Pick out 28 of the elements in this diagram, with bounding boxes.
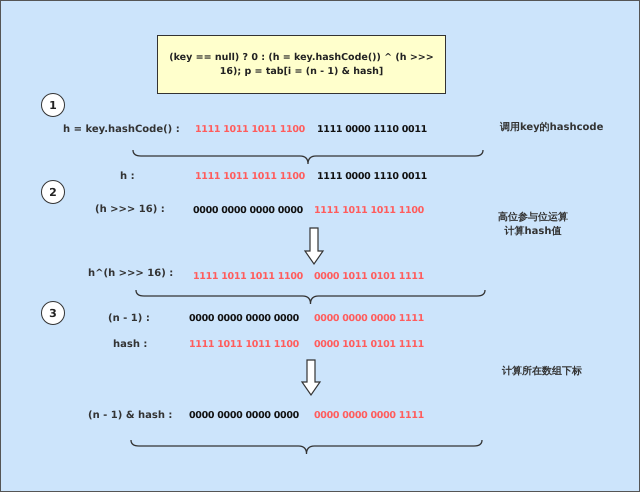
binary-value: 0000 0000 0000 1111: [314, 312, 424, 326]
binary-value: 1111 1011 1011 1100: [195, 123, 305, 137]
note-text: 高位参与位运算计算hash值: [498, 211, 568, 239]
binary-value: 0000 0000 0000 0000: [189, 312, 299, 326]
note-text: 计算所在数组下标: [502, 365, 582, 379]
step-number-circle: 2: [41, 180, 65, 204]
binary-value: 1111 0000 1110 0011: [317, 170, 427, 184]
binary-value: 1111 0000 1110 0011: [317, 123, 427, 137]
expression-label: h = key.hashCode() :: [63, 123, 180, 137]
expression-label: (h >>> 16) :: [95, 203, 165, 217]
note-text: 调用key的hashcode: [500, 121, 604, 135]
expression-label: h :: [120, 170, 135, 184]
step-number-circle: 3: [41, 301, 65, 325]
expression-label: (n - 1) & hash :: [88, 409, 172, 423]
binary-value: 0000 1011 0101 1111: [314, 270, 424, 284]
binary-value: 1111 1011 1011 1100: [314, 204, 424, 218]
expression-label: (n - 1) :: [108, 312, 150, 326]
binary-value: 0000 1011 0101 1111: [314, 338, 424, 352]
binary-value: 0000 0000 0000 1111: [314, 409, 424, 423]
step-number-circle: 1: [41, 93, 65, 117]
expression-label: h^(h >>> 16) :: [88, 267, 174, 281]
binary-value: 1111 1011 1011 1100: [195, 170, 305, 184]
binary-value: 0000 0000 0000 0000: [193, 204, 303, 218]
binary-value: 0000 0000 0000 0000: [189, 409, 299, 423]
binary-value: 1111 1011 1011 1100: [189, 338, 299, 352]
expression-label: hash :: [113, 338, 148, 352]
binary-value: 1111 1011 1011 1100: [193, 270, 303, 284]
code-box: (key == null) ? 0 : (h = key.hashCode()) ^ (h >>> 16); p = tab[i = (n - 1) & hash]: [157, 35, 446, 94]
